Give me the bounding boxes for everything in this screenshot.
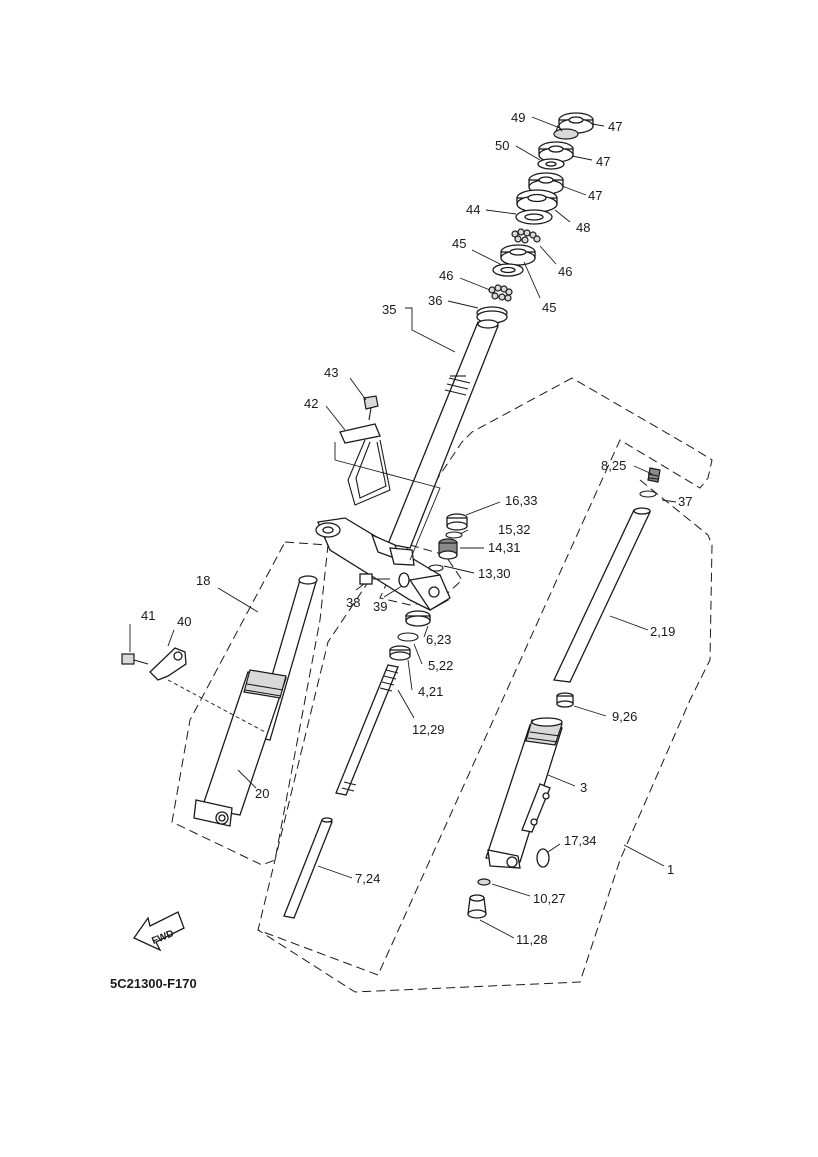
lower-crown (315, 517, 451, 611)
label-47-c: 47 (588, 188, 602, 203)
outer-tube-3 (485, 717, 563, 869)
label-17-34: 17,34 (564, 833, 597, 848)
label-16-33: 16,33 (505, 493, 538, 508)
label-49: 49 (511, 110, 525, 125)
label-11-28: 11,28 (516, 932, 548, 947)
washer-4-21 (389, 645, 411, 661)
bracket-42 (339, 423, 391, 506)
clip-37 (639, 490, 657, 498)
assembly-outline-right-lower (257, 479, 713, 993)
ball-bearings-46-upper (511, 228, 541, 244)
ring-13-30 (428, 564, 444, 572)
bearing-race-45-upper (500, 244, 536, 266)
label-9-26: 9,26 (612, 709, 637, 724)
label-14-31: 14,31 (488, 540, 521, 555)
nut-47-second (538, 141, 574, 163)
forward-direction-arrow: FWD (133, 911, 185, 952)
nut-47-top (558, 112, 594, 134)
bushing-9-26 (556, 692, 574, 708)
bolt-41 (121, 653, 149, 665)
label-41: 41 (141, 608, 155, 623)
label-15-32: 15,32 (498, 522, 531, 537)
label-45-a: 45 (452, 236, 466, 251)
label-39: 39 (373, 599, 387, 614)
label-46-b: 46 (439, 268, 453, 283)
clip-17-34 (536, 848, 550, 868)
label-35: 35 (382, 302, 396, 317)
washer-50 (537, 158, 565, 170)
label-18: 18 (196, 573, 210, 588)
label-2-19: 2,19 (650, 624, 675, 639)
inner-tube-2-19 (553, 507, 651, 683)
clip-5-22 (397, 632, 419, 642)
bearing-race-45-lower (492, 263, 524, 277)
rod-7-24 (283, 817, 333, 919)
label-42: 42 (304, 396, 318, 411)
label-47-b: 47 (596, 154, 610, 169)
cap-16-33 (446, 513, 468, 531)
seal-6-23 (405, 610, 431, 627)
clip-15-32 (445, 531, 463, 539)
bearing-cover-48 (516, 189, 558, 213)
label-43: 43 (324, 365, 338, 380)
label-46-a: 46 (558, 264, 572, 279)
bushing-14-31 (438, 538, 458, 560)
spring-12-29 (335, 664, 399, 796)
label-38: 38 (346, 595, 360, 610)
part-labels: 49 47 50 47 47 44 48 45 46 46 45 35 36 4… (141, 110, 692, 947)
ball-bearings-46-lower (488, 284, 513, 302)
label-7-24: 7,24 (355, 871, 380, 886)
label-36: 36 (428, 293, 442, 308)
label-20: 20 (255, 786, 269, 801)
label-37: 37 (678, 494, 692, 509)
assembly-outline-right (257, 377, 713, 976)
label-10-27: 10,27 (533, 891, 566, 906)
label-47-a: 47 (608, 119, 622, 134)
label-1: 1 (667, 862, 674, 877)
label-12-29: 12,29 (412, 722, 445, 737)
lock-washer-49 (553, 124, 579, 140)
label-48: 48 (576, 220, 590, 235)
washer-10-27 (477, 878, 491, 886)
leader-lines (129, 116, 677, 939)
bearing-race-44 (515, 209, 553, 225)
label-13-30: 13,30 (478, 566, 511, 581)
bracket-40 (149, 647, 187, 681)
label-45-b: 45 (542, 300, 556, 315)
label-6-23: 6,23 (426, 632, 451, 647)
assembly-outline-left (171, 541, 329, 866)
label-50: 50 (495, 138, 509, 153)
label-8-25: 8,25 (601, 458, 626, 473)
bolt-11-28 (467, 894, 487, 919)
label-40: 40 (177, 614, 191, 629)
label-44: 44 (466, 202, 480, 217)
label-4-21: 4,21 (418, 684, 443, 699)
cap-8-25 (647, 467, 661, 483)
label-3: 3 (580, 780, 587, 795)
washer-39 (398, 572, 410, 588)
bolt-38 (359, 573, 390, 585)
bolt-43 (363, 395, 379, 421)
diagram-code: 5C21300-F170 (110, 976, 197, 991)
outer-tube-20 (193, 669, 287, 827)
label-5-22: 5,22 (428, 658, 453, 673)
steering-stem-35 (387, 319, 499, 549)
